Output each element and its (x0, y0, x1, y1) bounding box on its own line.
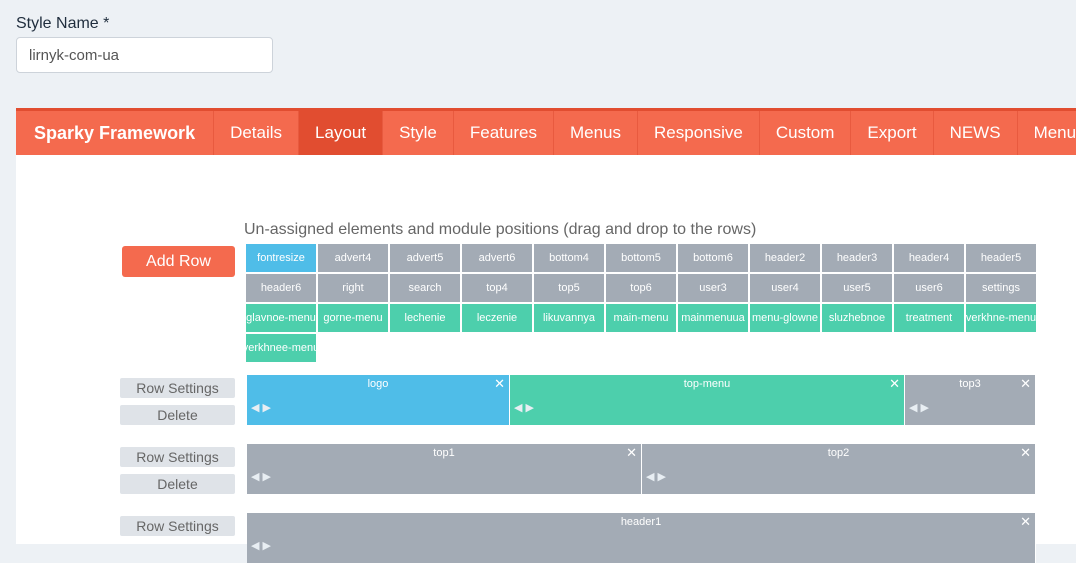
cell-label: top1 (433, 447, 455, 459)
position-chip[interactable]: advert6 (462, 244, 532, 272)
layout-row: logo ✕ ◀▶ top-menu ✕ ◀▶ top3 ✕ ◀▶ (247, 375, 1036, 425)
position-chip[interactable]: sluzhebnoe (822, 304, 892, 332)
position-chip[interactable]: main-menu (606, 304, 676, 332)
tab-style[interactable]: Style (382, 111, 453, 155)
close-icon[interactable]: ✕ (494, 376, 505, 391)
position-chip[interactable]: gorne-menu (318, 304, 388, 332)
tab-news[interactable]: NEWS (932, 111, 1017, 155)
cell-label: header1 (620, 516, 662, 528)
position-chip[interactable]: fontresize (246, 244, 316, 272)
resize-arrows-icon[interactable]: ◀▶ (251, 402, 274, 414)
cell-label: top3 (959, 378, 981, 390)
row-cell-top2[interactable]: top2 ✕ ◀▶ (642, 444, 1036, 494)
tab-export[interactable]: Export (850, 111, 932, 155)
framework-panel: Sparky Framework Details Layout Style Fe… (16, 108, 1076, 563)
cell-label: logo (367, 378, 389, 390)
row-cell-top1[interactable]: top1 ✕ ◀▶ (247, 444, 642, 494)
resize-arrows-icon[interactable]: ◀▶ (646, 471, 669, 483)
position-chip[interactable]: user4 (750, 274, 820, 302)
tab-menus[interactable]: Menus (552, 111, 637, 155)
tab-features[interactable]: Features (452, 111, 553, 155)
resize-arrows-icon[interactable]: ◀▶ (514, 402, 537, 414)
tab-custom[interactable]: Custom (758, 111, 851, 155)
position-chip[interactable]: user6 (894, 274, 964, 302)
position-chip[interactable]: lechenie (390, 304, 460, 332)
row-settings-button[interactable]: Row Settings (120, 447, 235, 467)
position-chip[interactable]: search (390, 274, 460, 302)
position-chip[interactable]: bottom4 (534, 244, 604, 272)
resize-arrows-icon[interactable]: ◀▶ (251, 540, 274, 552)
position-chip[interactable]: user5 (822, 274, 892, 302)
position-chip[interactable]: top5 (534, 274, 604, 302)
close-icon[interactable]: ✕ (1020, 514, 1031, 529)
position-chip[interactable]: likuvannya (534, 304, 604, 332)
position-chip[interactable]: leczenie (462, 304, 532, 332)
delete-row-button[interactable]: Delete (120, 405, 235, 425)
top-nav: Sparky Framework Details Layout Style Fe… (16, 108, 1076, 155)
position-chip[interactable]: top4 (462, 274, 532, 302)
position-chip[interactable]: user3 (678, 274, 748, 302)
position-chip[interactable]: header3 (822, 244, 892, 272)
row-settings-button[interactable]: Row Settings (120, 516, 235, 536)
position-chip[interactable]: advert4 (318, 244, 388, 272)
position-chip[interactable]: treatment (894, 304, 964, 332)
position-chip[interactable]: header4 (894, 244, 964, 272)
position-chip[interactable]: header6 (246, 274, 316, 302)
brand-title: Sparky Framework (34, 122, 196, 143)
style-name-label: Style Name * (16, 15, 110, 32)
add-row-button[interactable]: Add Row (122, 246, 235, 277)
position-chip[interactable]: mainmenuua (678, 304, 748, 332)
tab-details[interactable]: Details (213, 111, 298, 155)
layout-row: header1 ✕ ◀▶ (247, 513, 1036, 563)
style-name-input[interactable] (16, 37, 273, 73)
position-chip[interactable]: bottom6 (678, 244, 748, 272)
unassigned-title: Un-assigned elements and module position… (244, 221, 757, 238)
position-chip[interactable]: header2 (750, 244, 820, 272)
position-chip[interactable]: header5 (966, 244, 1036, 272)
row-cell-logo[interactable]: logo ✕ ◀▶ (247, 375, 510, 425)
position-chip[interactable]: bottom5 (606, 244, 676, 272)
row-settings-button[interactable]: Row Settings (120, 378, 235, 398)
close-icon[interactable]: ✕ (626, 445, 637, 460)
tab-responsive[interactable]: Responsive (637, 111, 759, 155)
close-icon[interactable]: ✕ (889, 376, 900, 391)
position-chip[interactable]: verkhnee-menu (246, 334, 316, 362)
close-icon[interactable]: ✕ (1020, 376, 1031, 391)
position-chip[interactable]: advert5 (390, 244, 460, 272)
tab-menu-assignment[interactable]: Menu Ass (1016, 111, 1076, 155)
position-chip[interactable]: settings (966, 274, 1036, 302)
delete-row-button[interactable]: Delete (120, 474, 235, 494)
row-cell-top3[interactable]: top3 ✕ ◀▶ (905, 375, 1036, 425)
position-chip[interactable]: verkhne-menu (966, 304, 1036, 332)
position-chip[interactable]: menu-glowne (750, 304, 820, 332)
resize-arrows-icon[interactable]: ◀▶ (251, 471, 274, 483)
close-icon[interactable]: ✕ (1020, 445, 1031, 460)
layout-row: top1 ✕ ◀▶ top2 ✕ ◀▶ (247, 444, 1036, 494)
row-cell-top-menu[interactable]: top-menu ✕ ◀▶ (510, 375, 905, 425)
resize-arrows-icon[interactable]: ◀▶ (909, 402, 932, 414)
position-chip[interactable]: right (318, 274, 388, 302)
cell-label: top2 (827, 447, 850, 459)
row-cell-header1[interactable]: header1 ✕ ◀▶ (247, 513, 1036, 563)
cell-label: top-menu (683, 378, 731, 390)
tab-layout[interactable]: Layout (298, 111, 383, 155)
position-chip[interactable]: glavnoe-menu (246, 304, 316, 332)
position-chip[interactable]: top6 (606, 274, 676, 302)
